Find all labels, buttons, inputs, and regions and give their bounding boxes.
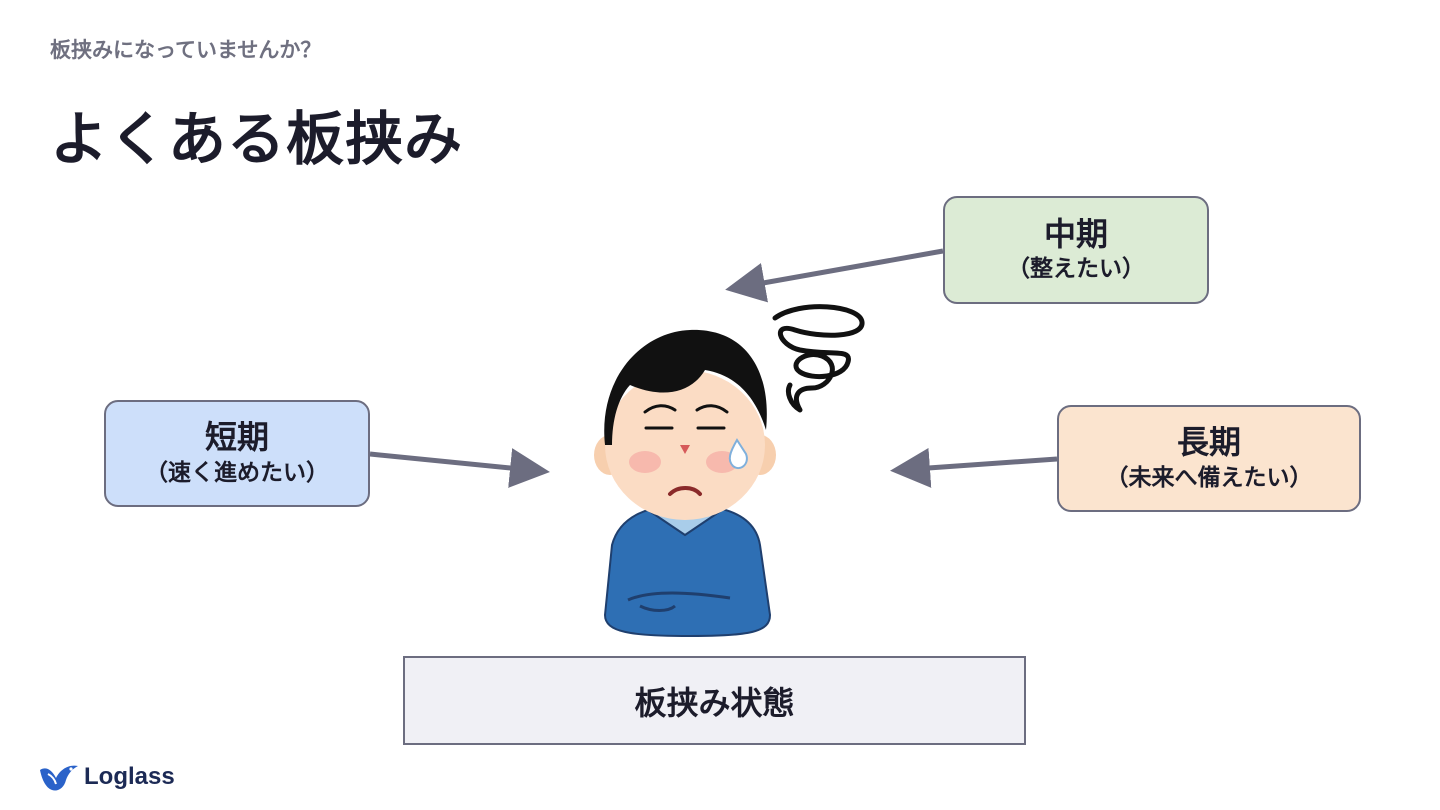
- logo-text: Loglass: [84, 763, 175, 791]
- troubled-person-illustration: [594, 307, 862, 636]
- mid-term-caption: （整えたい）: [1007, 255, 1145, 285]
- long-term-caption: （未来へ備えたい）: [1106, 464, 1313, 494]
- worry-scribble-icon: [775, 307, 862, 410]
- mid-term-box: 中期 （整えたい）: [943, 196, 1209, 304]
- short-term-heading: 短期: [205, 418, 269, 456]
- arrow-long-to-person: [900, 459, 1057, 470]
- loglass-bird-icon: [38, 760, 80, 794]
- short-term-box: 短期 （速く進めたい）: [104, 400, 370, 507]
- long-term-heading: 長期: [1177, 423, 1241, 461]
- loglass-logo: Loglass: [38, 760, 175, 794]
- mid-term-heading: 中期: [1044, 215, 1108, 253]
- arrow-short-to-person: [370, 454, 540, 471]
- short-term-caption: （速く進めたい）: [145, 459, 329, 489]
- long-term-box: 長期 （未来へ備えたい）: [1057, 405, 1361, 512]
- arrow-mid-to-person: [735, 251, 943, 288]
- stuck-state-label: 板挟み状態: [403, 656, 1026, 745]
